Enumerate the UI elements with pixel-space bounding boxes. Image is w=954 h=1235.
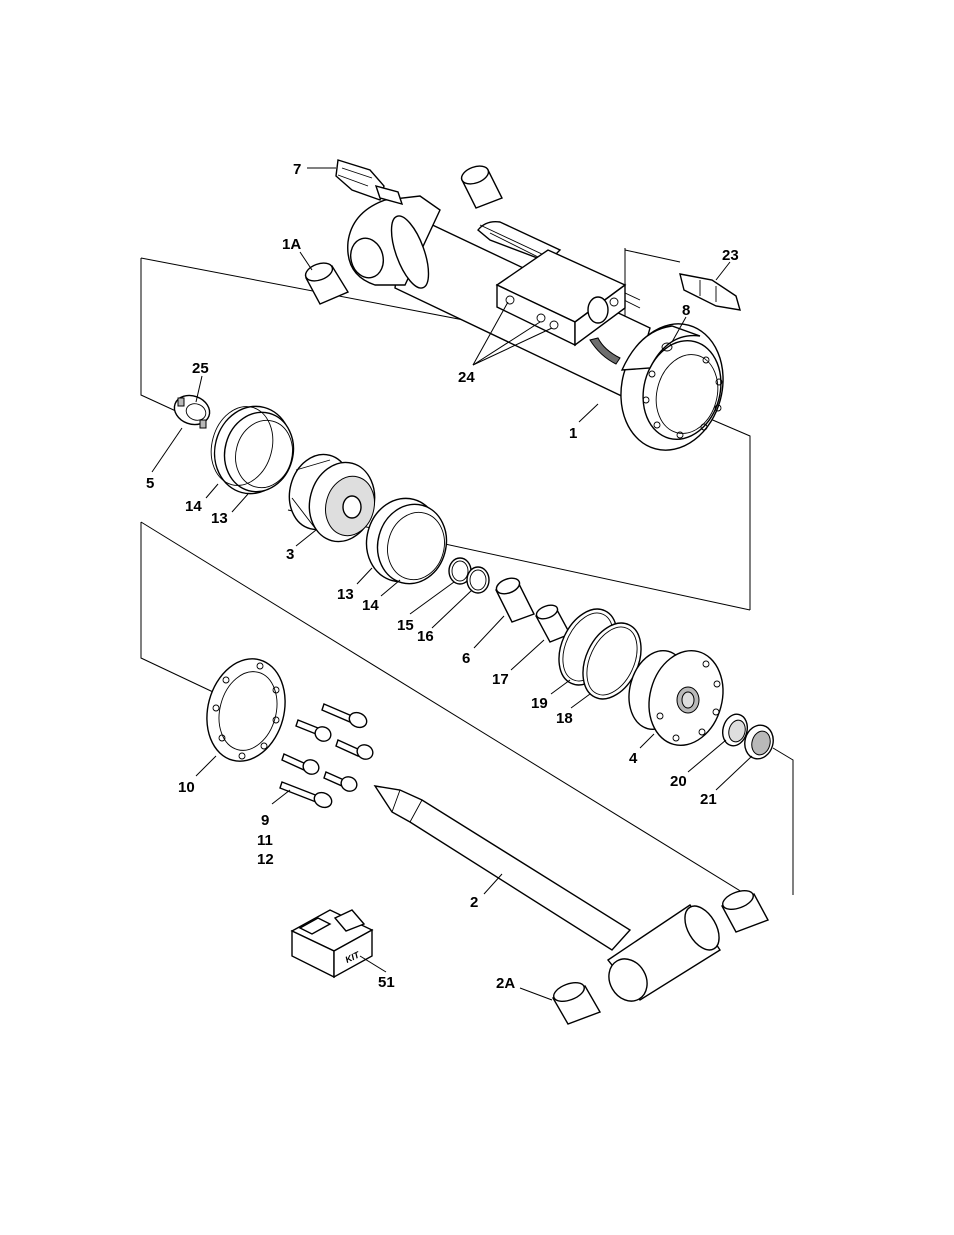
bushing-part-2A: [551, 979, 600, 1024]
seal-rings-14-13-left: [203, 398, 303, 503]
callout-21: 21: [700, 791, 717, 808]
callout-25: 25: [192, 360, 209, 377]
backup-ring-16: [467, 567, 489, 593]
callout-16: 16: [417, 628, 434, 645]
callout-2: 2: [470, 894, 478, 911]
callout-15: 15: [397, 617, 414, 634]
piston-rod-part-2: [375, 786, 726, 1008]
callout-11: 11: [257, 832, 273, 849]
locknut-part-25: [170, 391, 213, 430]
callout-2A: 2A: [496, 975, 515, 992]
bolts-part-9: [280, 704, 375, 810]
callout-7: 7: [293, 161, 301, 178]
fitting-part-7: [336, 160, 402, 204]
callout-4: 4: [629, 750, 638, 767]
gasket-part-10: [196, 650, 296, 770]
callout-10: 10: [178, 779, 195, 796]
callout-13-right: 13: [337, 586, 354, 603]
bushing-rod-eye: [720, 887, 768, 932]
callout-17: 17: [492, 671, 509, 688]
callout-6: 6: [462, 650, 470, 667]
callout-3: 3: [286, 546, 294, 563]
callout-24: 24: [458, 369, 475, 386]
callout-12: 12: [257, 851, 274, 868]
callout-1: 1: [569, 425, 577, 442]
callout-19: 19: [531, 695, 548, 712]
spacer-part-6: [494, 575, 534, 622]
cylinder-barrel-part: [346, 196, 736, 462]
callout-23: 23: [722, 247, 739, 264]
callout-13-left: 13: [211, 510, 228, 527]
callout-5: 5: [146, 475, 154, 492]
callout-51: 51: [378, 974, 395, 991]
callout-1A: 1A: [282, 236, 301, 253]
callout-8: 8: [682, 302, 690, 319]
callout-14-left: 14: [185, 498, 202, 515]
bushing-top: [459, 163, 502, 208]
callout-18: 18: [556, 710, 573, 727]
callout-14-right: 14: [362, 597, 379, 614]
kit-box-part-51: KIT: [292, 910, 372, 977]
callout-20: 20: [670, 773, 687, 790]
callout-9: 9: [261, 812, 269, 829]
